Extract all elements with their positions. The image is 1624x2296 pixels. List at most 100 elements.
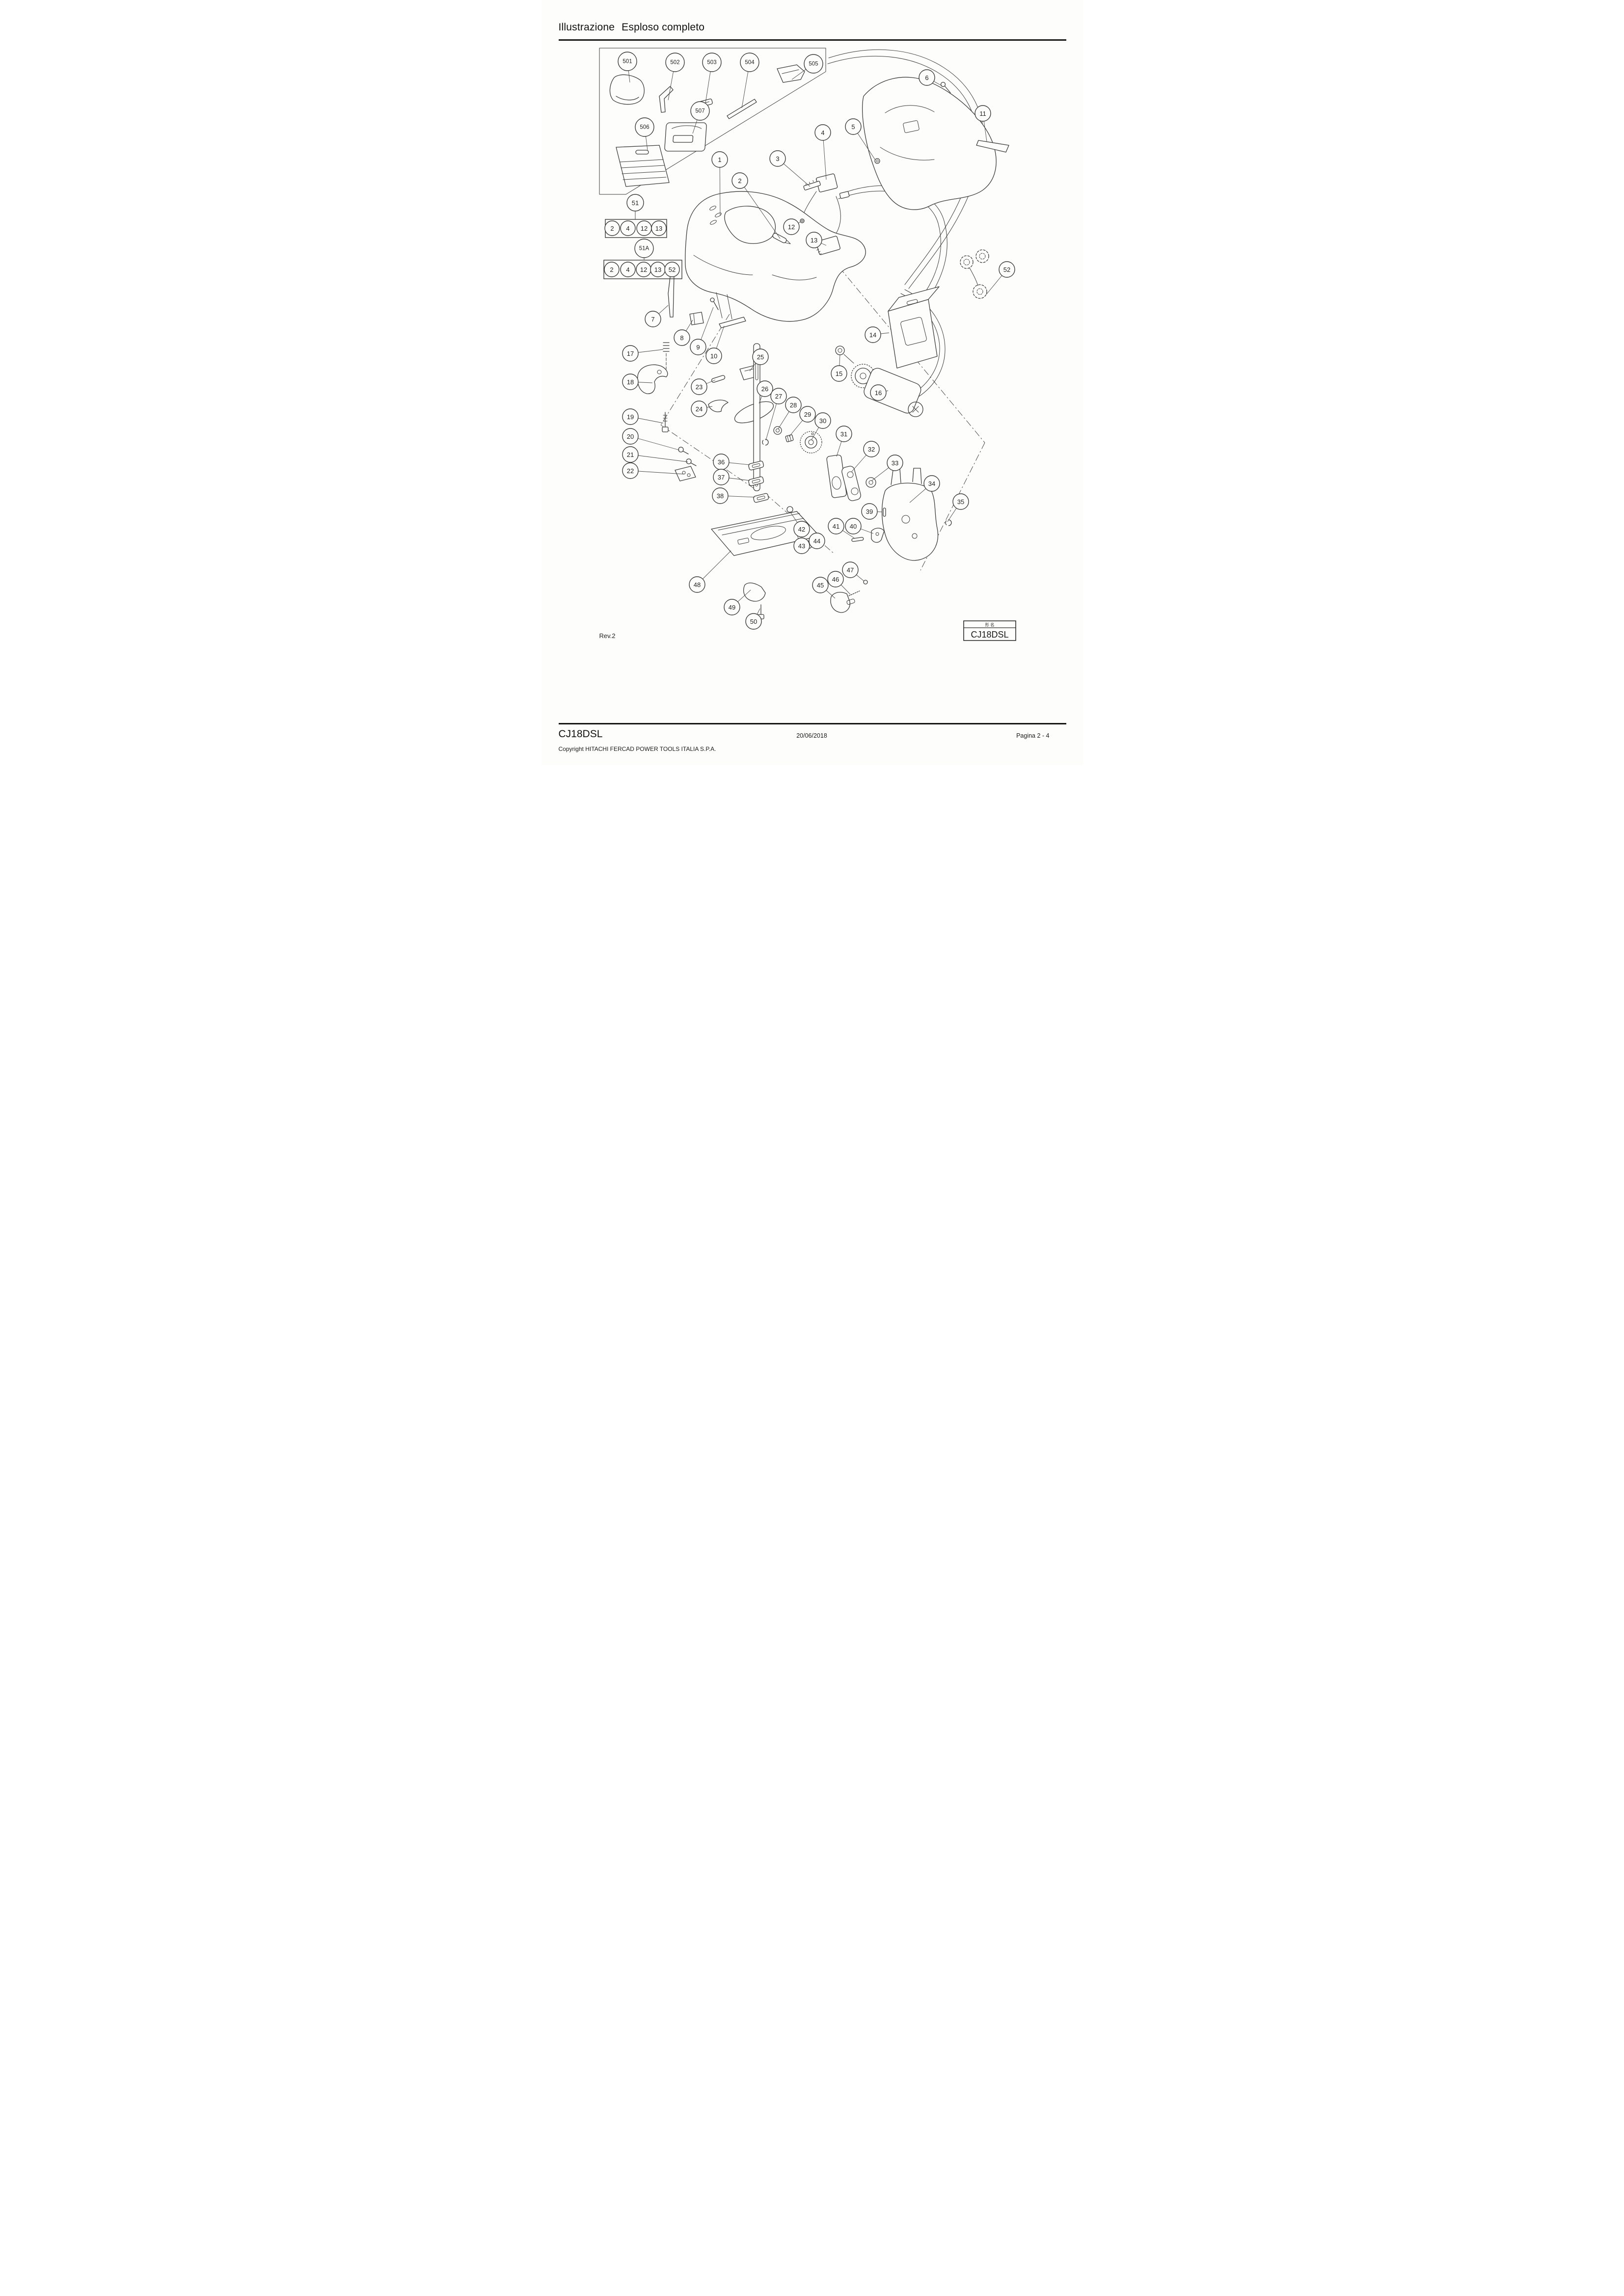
callout-43: 43 [793, 537, 810, 554]
callout-label-4: 4 [626, 225, 629, 232]
part-26-guide-bar-sketch [734, 343, 774, 491]
part-506-case-sketch [615, 145, 670, 187]
part-35-ring-sketch [945, 519, 952, 526]
callout-label-43: 43 [798, 542, 805, 550]
part-12-nut-sketch [799, 218, 805, 223]
callout-label-40: 40 [849, 523, 856, 530]
callout-label-11: 11 [979, 110, 986, 117]
part-36-pad-sketch [748, 460, 764, 471]
callout-label-12: 12 [640, 266, 647, 273]
callout-label-27: 27 [775, 393, 782, 400]
callout-6: 6 [918, 69, 935, 86]
footer-model: CJ18DSL [558, 728, 603, 740]
part-15-washer-sketch [835, 346, 854, 364]
page-title-part2: Esploso completo [622, 22, 705, 33]
callout-501: 501 [617, 52, 637, 71]
callout-10: 10 [705, 347, 722, 364]
callout-506: 506 [634, 117, 654, 137]
callout-label-52: 52 [1003, 266, 1010, 273]
part-30-gear-sketch [799, 431, 822, 454]
callout-2: 2 [604, 220, 620, 236]
callout-label-44: 44 [813, 537, 820, 545]
part-40-lever-sketch [870, 528, 885, 543]
callout-32: 32 [863, 441, 880, 457]
diagram-canvas: 形 名 CJ18DSL 5015025035045055065071234561… [599, 48, 1016, 641]
part-46-spring-sketch [848, 590, 860, 596]
part-507-charger-sketch [664, 122, 707, 152]
callout-4: 4 [620, 262, 636, 277]
part-28-roller-sketch [773, 426, 782, 435]
callout-label-9: 9 [696, 344, 700, 351]
revision-label: Rev.2 [599, 632, 616, 640]
part-17-spring-sketch [662, 342, 670, 370]
part-24-clip-sketch [707, 400, 729, 412]
part-37-pad-sketch [748, 476, 764, 486]
callout-label-13: 13 [654, 266, 661, 273]
part-501-guard-sketch [609, 74, 645, 105]
callout-507: 507 [690, 101, 710, 121]
callout-29: 29 [799, 406, 816, 423]
callout-36: 36 [712, 454, 730, 470]
part-16-motor-sketch [850, 364, 923, 417]
part-23-pin-sketch [711, 375, 725, 383]
callout-16: 16 [869, 384, 887, 401]
callout-label-7: 7 [651, 316, 654, 323]
callout-label-52: 52 [668, 266, 675, 273]
callout-1: 1 [711, 151, 728, 168]
part-21-screw-sketch [685, 458, 697, 466]
callout-label-45: 45 [816, 582, 823, 589]
part-502-hex-wrench-sketch [658, 86, 674, 113]
part-7-blade-sketch [667, 272, 675, 318]
callout-label-502: 502 [670, 60, 679, 66]
callout-35: 35 [952, 493, 969, 510]
callout-label-48: 48 [693, 581, 700, 588]
part-6-screw-sketch [940, 81, 951, 93]
callout-label-14: 14 [869, 331, 876, 339]
callout-46: 46 [827, 571, 844, 587]
callout-label-17: 17 [626, 350, 633, 357]
callout-11: 11 [974, 105, 991, 122]
footer-copyright: Copyright HITACHI FERCAD POWER TOOLS ITA… [558, 746, 716, 752]
callout-15: 15 [830, 365, 847, 382]
model-name-box: 形 名 CJ18DSL [963, 620, 1016, 641]
part-38-pad-sketch [753, 493, 769, 503]
part-8-holder-sketch [689, 312, 704, 325]
callout-label-4: 4 [821, 129, 824, 136]
leader-line-2 [739, 180, 780, 239]
callout-51: 51 [626, 194, 644, 212]
part-505-guide-sketch [776, 64, 805, 83]
callout-42: 42 [793, 521, 810, 537]
callout-label-36: 36 [717, 458, 724, 466]
callout-label-47: 47 [846, 566, 853, 574]
callout-18: 18 [622, 374, 639, 390]
callout-label-2: 2 [610, 225, 614, 232]
callout-label-1: 1 [718, 156, 721, 163]
callout-502: 502 [665, 53, 685, 72]
callout-38: 38 [711, 487, 729, 504]
callout-label-51A: 51A [639, 246, 649, 252]
callout-label-46: 46 [832, 576, 839, 583]
callout-label-37: 37 [717, 474, 724, 481]
callout-label-20: 20 [626, 433, 633, 440]
callout-52: 52 [664, 262, 680, 277]
callout-label-33: 33 [891, 459, 898, 467]
callout-label-503: 503 [707, 60, 716, 66]
part-5-oring-sketch [874, 158, 880, 164]
part-47-ball-sketch [863, 580, 868, 585]
callout-label-2: 2 [738, 177, 741, 185]
callout-13: 13 [650, 220, 667, 236]
callout-24: 24 [690, 400, 707, 417]
part-20-screw-sketch [677, 447, 689, 454]
header-divider [558, 39, 1066, 41]
leader-line-22 [630, 470, 684, 475]
callout-25: 25 [752, 348, 769, 365]
callout-34: 34 [923, 475, 940, 492]
callout-41: 41 [827, 518, 844, 534]
callout-14: 14 [864, 326, 881, 343]
callout-22: 22 [622, 462, 639, 479]
callout-12: 12 [636, 220, 652, 236]
part-45-knob-sketch [830, 591, 855, 613]
